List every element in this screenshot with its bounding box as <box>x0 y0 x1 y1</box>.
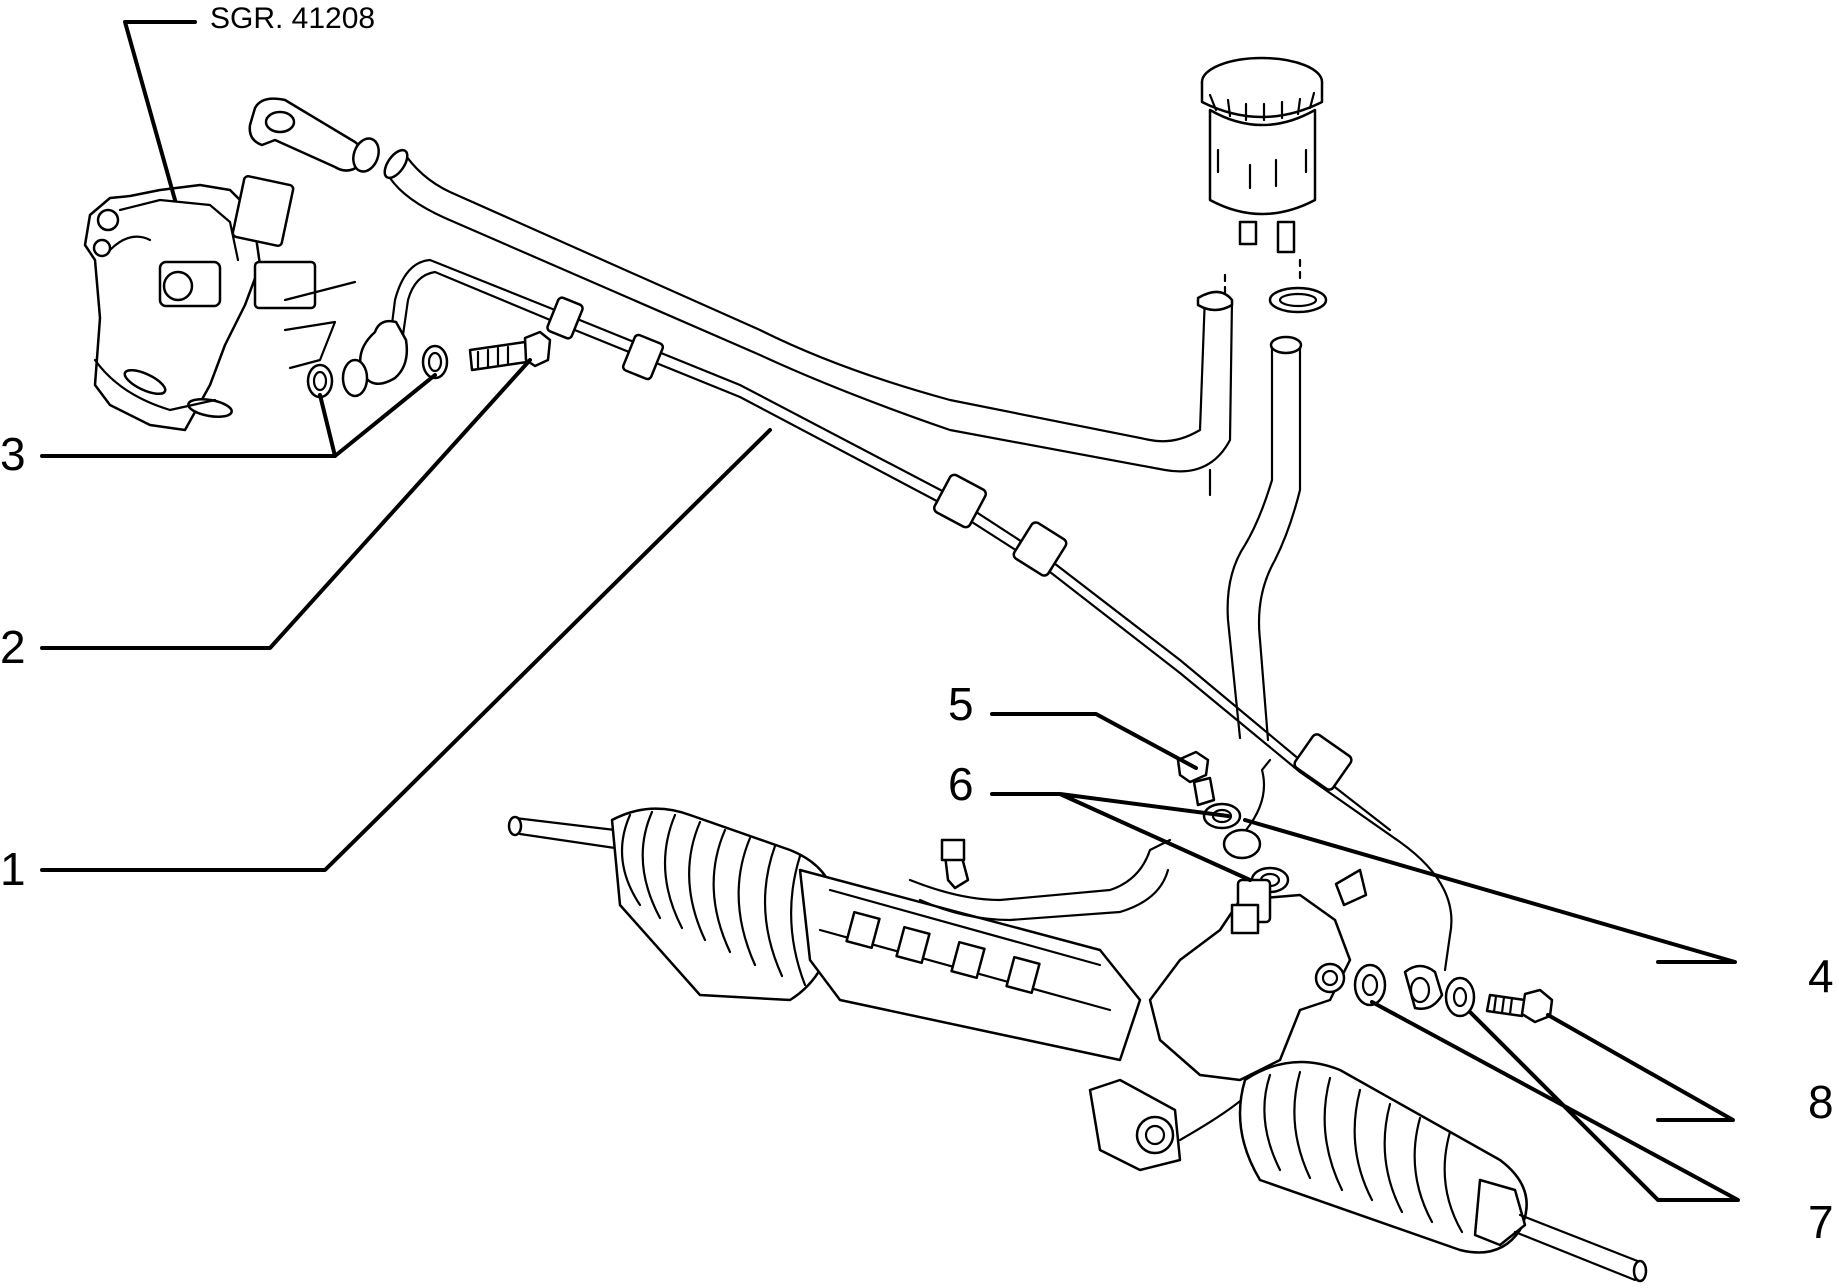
reference-code: SGR. 41208 <box>210 2 375 35</box>
supply-hose <box>1226 335 1303 742</box>
delivery-pipe <box>358 258 1453 972</box>
pump-fittings <box>306 330 552 399</box>
steering-rack <box>507 807 1648 1283</box>
callout-4: 4 <box>1808 950 1834 1002</box>
callout-8: 8 <box>1808 1076 1834 1128</box>
callout-3: 3 <box>0 428 26 480</box>
steering-pump <box>83 174 357 432</box>
leader-lines <box>40 20 1740 1202</box>
callout-6: 6 <box>948 758 974 810</box>
rack-lower-fittings <box>1353 963 1554 1024</box>
return-pipe <box>248 97 1234 497</box>
callout-5: 5 <box>948 678 974 730</box>
callout-2: 2 <box>0 621 26 673</box>
callout-1: 1 <box>0 843 26 895</box>
callout-7: 7 <box>1808 1196 1834 1248</box>
fluid-reservoir <box>1200 56 1328 314</box>
